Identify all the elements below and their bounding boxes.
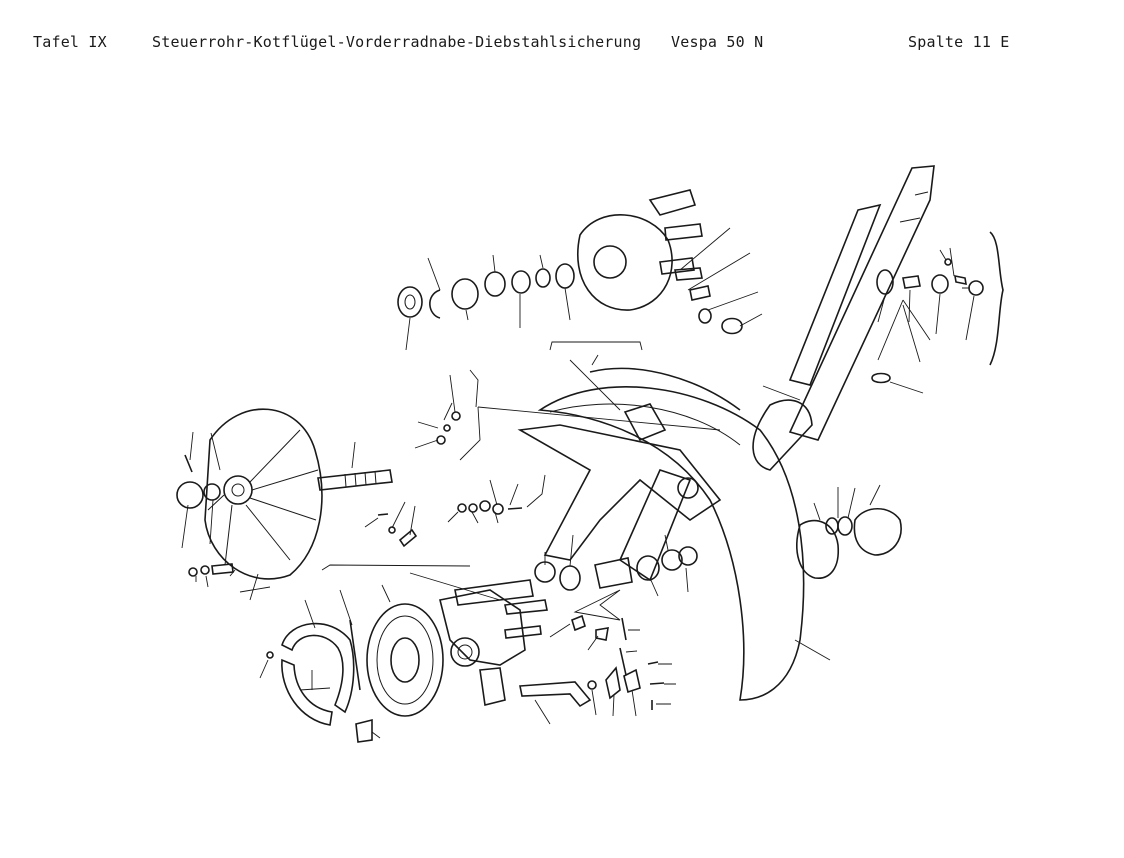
leader-lines	[181, 227, 975, 739]
steering-lock-part	[871, 231, 1004, 384]
page-title: Steuerrohr-Kotflügel-Vorderradnabe-Diebs…	[152, 33, 642, 51]
hub-carrier-part	[439, 579, 592, 708]
steering-column-part	[752, 165, 935, 471]
mudguard-part	[537, 367, 805, 701]
model-name: Vespa 50 N	[671, 33, 764, 51]
hub-bearings-part	[397, 189, 743, 335]
brake-drum-part	[796, 507, 902, 579]
plate-number: Tafel IX	[33, 33, 107, 51]
small-hardware-part	[184, 411, 698, 743]
axle-part	[317, 469, 393, 491]
brake-plate-part	[366, 603, 444, 717]
hub-cover-part	[176, 408, 323, 580]
column-reference: Spalte 11 E	[908, 33, 1010, 51]
fork-arm-part	[517, 403, 722, 582]
brake-shoes-part	[281, 622, 355, 726]
